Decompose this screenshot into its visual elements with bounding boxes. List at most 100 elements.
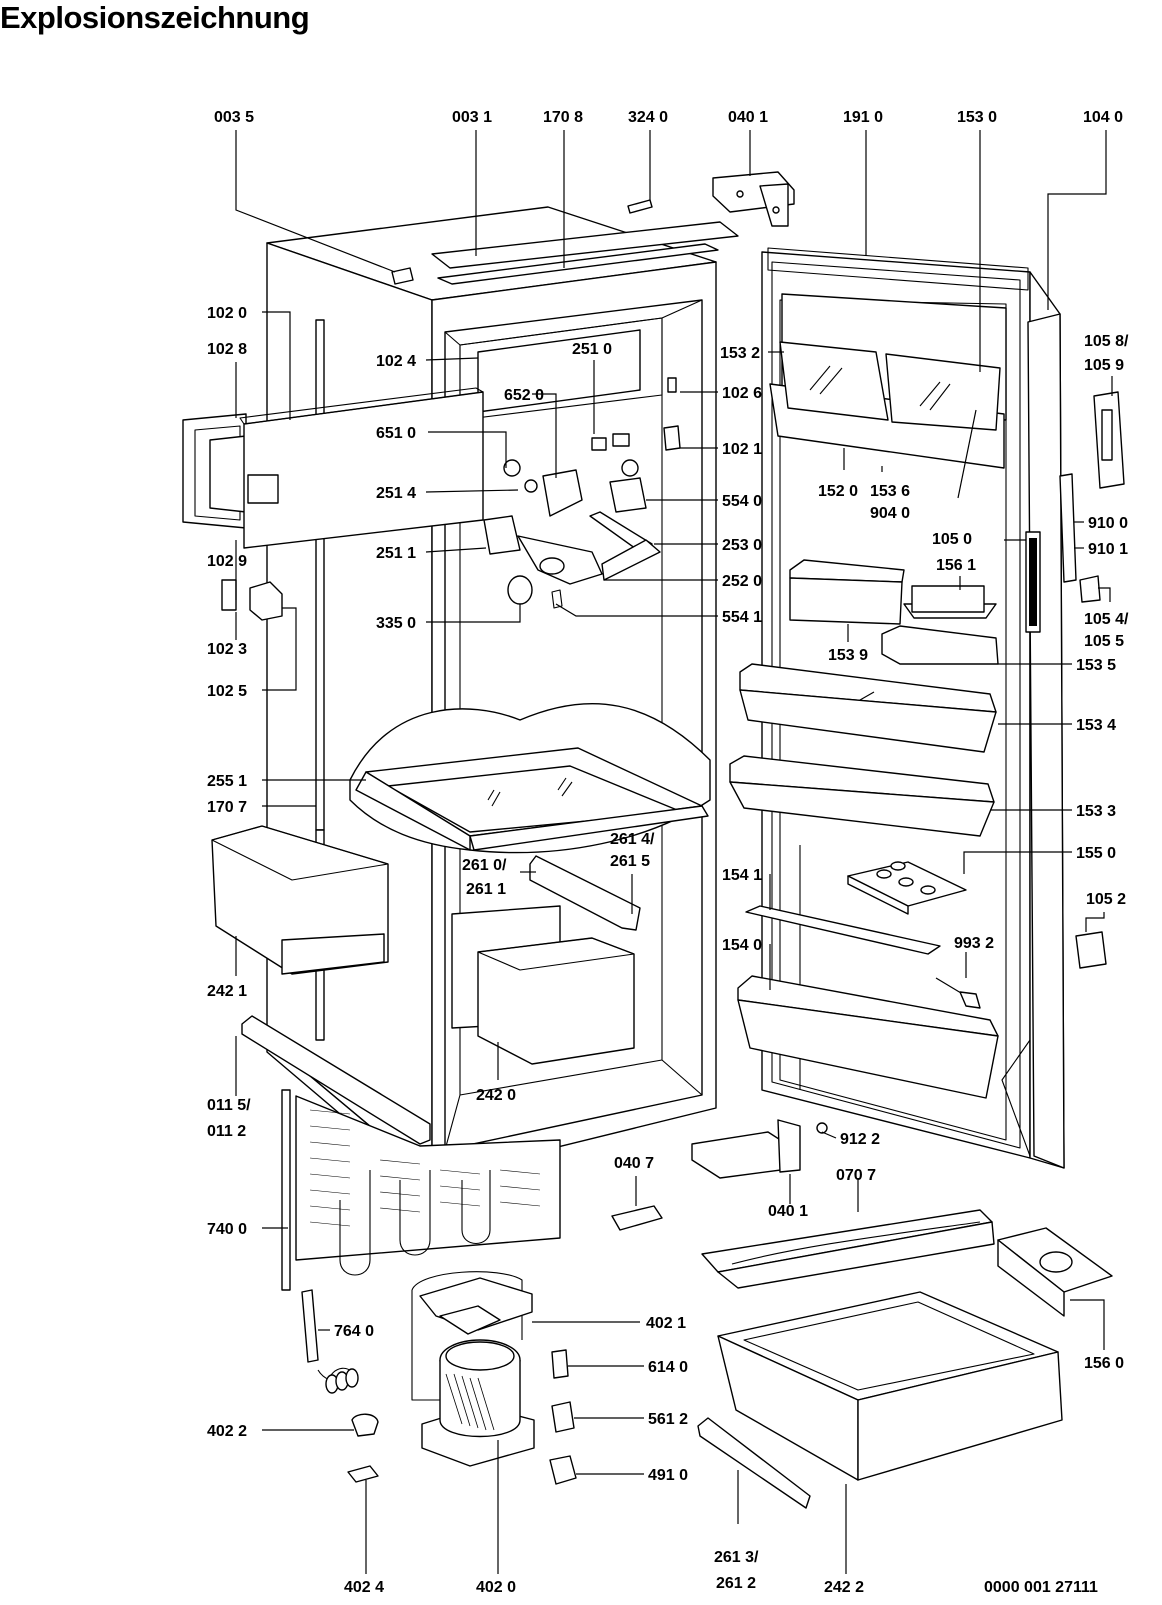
part-4024 — [347, 1465, 379, 1483]
part-0407 — [611, 1205, 663, 1231]
part-label: 491 0 — [648, 1467, 688, 1484]
part-label: 764 0 — [334, 1323, 374, 1340]
part-label: 402 2 — [207, 1423, 247, 1440]
part-label: 261 0/ — [462, 857, 507, 874]
part-3240 — [627, 199, 653, 214]
part-label: 040 7 — [614, 1155, 654, 1172]
part-label: 154 0 — [722, 937, 762, 954]
box-1539 — [789, 559, 905, 625]
part-label: 105 9 — [1084, 357, 1124, 374]
part-1708 — [437, 243, 719, 285]
part-label: 402 1 — [646, 1315, 686, 1332]
part-label: 255 1 — [207, 773, 247, 790]
compressor-4020 — [411, 1271, 535, 1467]
part-label: 104 0 — [1083, 109, 1123, 126]
part-label: 152 0 — [818, 483, 858, 500]
part-label: 261 1 — [466, 881, 506, 898]
part-label: 252 0 — [722, 573, 762, 590]
part-label: 652 0 — [504, 387, 544, 404]
rail-2613 — [697, 1417, 811, 1509]
part-label: 554 0 — [722, 493, 762, 510]
part-label: 102 6 — [722, 385, 762, 402]
part-label: 253 0 — [722, 537, 762, 554]
part-label: 910 1 — [1088, 541, 1128, 558]
light-thermostat-assembly — [483, 377, 681, 609]
door-shelf-1533 — [729, 755, 995, 837]
part-label: 153 2 — [720, 345, 760, 362]
part-label: 102 1 — [722, 441, 762, 458]
part-4910 — [549, 1455, 577, 1485]
part-label: 904 0 — [870, 505, 910, 522]
bottle-rail-1541 — [745, 905, 941, 955]
part-label: 003 5 — [214, 109, 254, 126]
part-1023 — [221, 579, 237, 611]
part-5612 — [551, 1401, 575, 1433]
part-label: 402 0 — [476, 1579, 516, 1596]
part-label: 153 4 — [1076, 717, 1116, 734]
crisper-drawer-2421 — [211, 825, 389, 975]
part-label: 105 2 — [1086, 891, 1126, 908]
glass-shelf-2551 — [349, 703, 711, 854]
part-label: 402 4 — [344, 1579, 384, 1596]
drawer-2422 — [717, 1291, 1063, 1481]
part-label: 740 0 — [207, 1221, 247, 1238]
part-label: 040 1 — [768, 1203, 808, 1220]
part-label: 105 0 — [932, 531, 972, 548]
part-label: 040 1 — [728, 109, 768, 126]
part-label: 910 0 — [1088, 515, 1128, 532]
part-label: 242 0 — [476, 1087, 516, 1104]
part-label: 011 5/ — [207, 1097, 251, 1114]
part-1025 — [249, 581, 283, 621]
part-labels: 003 5 003 1 170 8 324 0 040 1 191 0 153 … — [207, 109, 1129, 1596]
part-label: 156 0 — [1084, 1355, 1124, 1372]
part-label: 170 8 — [543, 109, 583, 126]
hinge-bottom-0401 — [691, 1119, 801, 1179]
shelf-rail-261 — [529, 855, 641, 931]
part-label: 070 7 — [836, 1167, 876, 1184]
door-shelf-1540 — [737, 975, 999, 1099]
part-label: 561 2 — [648, 1411, 688, 1428]
part-label: 170 7 — [207, 799, 247, 816]
part-label: 251 4 — [376, 485, 416, 502]
part-label: 153 5 — [1076, 657, 1116, 674]
part-label: 261 2 — [716, 1575, 756, 1592]
part-label: 102 9 — [207, 553, 247, 570]
part-label: 554 1 — [722, 609, 762, 626]
dairy-compartment — [769, 293, 1007, 469]
part-label: 993 2 — [954, 935, 994, 952]
part-label: 242 2 — [824, 1579, 864, 1596]
part-label: 153 0 — [957, 109, 997, 126]
hinge-1052 — [1075, 931, 1107, 969]
part-label: 155 0 — [1076, 845, 1116, 862]
part-label: 102 0 — [207, 305, 247, 322]
part-label: 003 1 — [452, 109, 492, 126]
part-label: 261 3/ — [714, 1549, 759, 1566]
refrigerator-cabinet — [266, 206, 717, 1193]
hinge-right-1058 — [1093, 391, 1125, 489]
capillary-7640 — [301, 1289, 359, 1394]
part-9122 — [816, 1122, 828, 1134]
part-label: 156 1 — [936, 557, 976, 574]
part-label: 105 5 — [1084, 633, 1124, 650]
door-shelf-1534 — [739, 663, 997, 753]
part-label: 335 0 — [376, 615, 416, 632]
leader-lines — [235, 130, 1113, 1574]
part-0035 — [391, 267, 414, 285]
hinge-top-0401 — [712, 171, 795, 227]
crisper-drawer-2420 — [451, 905, 635, 1065]
part-1054 — [1079, 575, 1101, 603]
part-label: 261 4/ — [610, 831, 655, 848]
part-label: 651 0 — [376, 425, 416, 442]
part-label: 191 0 — [843, 109, 883, 126]
bottom-rail-0115 — [241, 1015, 431, 1145]
part-label: 153 3 — [1076, 803, 1116, 820]
part-label: 912 2 — [840, 1131, 880, 1148]
condenser-7400 — [281, 1089, 561, 1291]
part-label: 261 5 — [610, 853, 650, 870]
part-label: 102 8 — [207, 341, 247, 358]
part-label: 153 6 — [870, 483, 910, 500]
diagram-title: Explosionszeichnung — [0, 0, 310, 35]
part-label: 614 0 — [648, 1359, 688, 1376]
door-seal-1910 — [767, 247, 1029, 291]
